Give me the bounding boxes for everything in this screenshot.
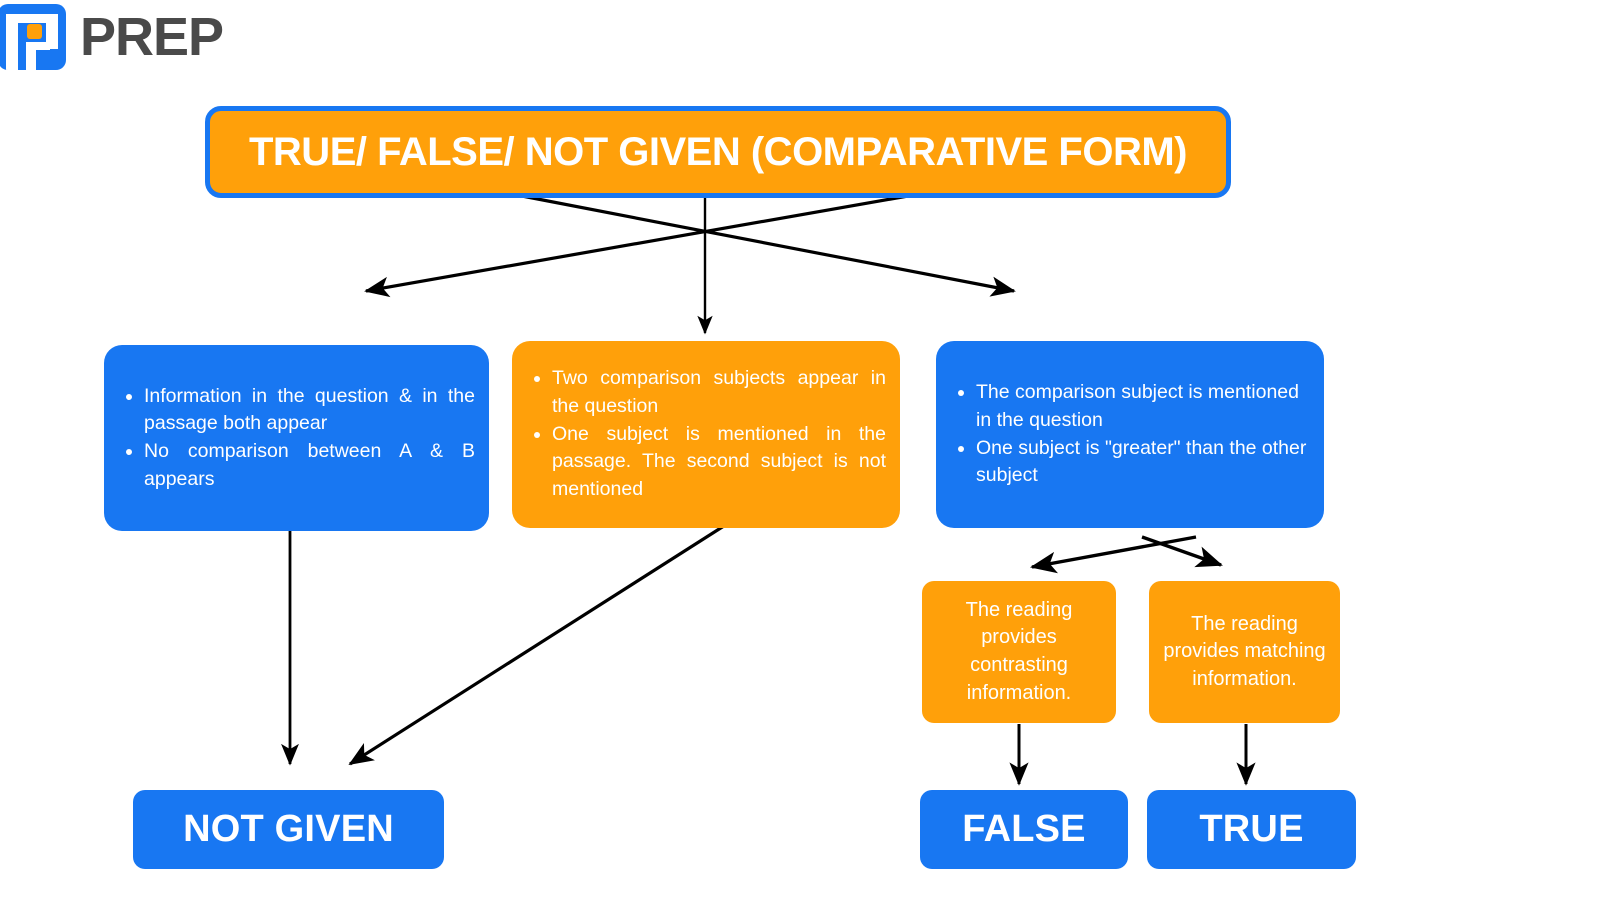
brand-name: PREP	[80, 7, 224, 67]
outcome-box-matching: The reading provides matching informatio…	[1149, 581, 1340, 723]
brand-logo[interactable]: PREP	[0, 4, 224, 70]
logo-orange-square	[27, 24, 42, 39]
diagram-title-box: TRUE/ FALSE/ NOT GIVEN (COMPARATIVE FORM…	[205, 106, 1231, 198]
criteria-box-comparison-present: The comparison subject is mentioned in t…	[936, 341, 1324, 528]
arrow-right-criteria-to-contrasting	[1029, 535, 1197, 574]
criteria-bullet: Information in the question & in the pas…	[144, 383, 475, 438]
result-label: NOT GIVEN	[183, 808, 394, 850]
arrow-mid-criteria-to-not-given	[348, 522, 728, 766]
arrow-title-to-right-criteria	[521, 194, 1016, 297]
criteria-box-not-given: Information in the question & in the pas…	[104, 345, 489, 531]
arrow-right-criteria-to-matching	[1141, 535, 1223, 568]
criteria-bullet: No comparison between A & B appears	[144, 438, 475, 493]
outcome-text: The reading provides matching informatio…	[1163, 612, 1326, 690]
outcome-box-contrasting: The reading provides contrasting informa…	[922, 581, 1116, 723]
outcome-text: The reading provides contrasting informa…	[965, 598, 1073, 704]
criteria-bullet: Two comparison subjects appear in the qu…	[552, 365, 886, 420]
result-label: TRUE	[1199, 808, 1304, 850]
criteria-bullet: The comparison subject is mentioned in t…	[976, 379, 1310, 434]
arrow-title-to-left-criteria	[364, 194, 909, 298]
result-label: FALSE	[962, 808, 1086, 850]
result-box-false: FALSE	[920, 790, 1128, 869]
criteria-bullet: One subject is mentioned in the passage.…	[552, 421, 886, 504]
prep-logo-icon	[0, 4, 66, 70]
criteria-bullet: One subject is "greater" than the other …	[976, 435, 1310, 490]
page-title: TRUE/ FALSE/ NOT GIVEN (COMPARATIVE FORM…	[248, 129, 1188, 174]
result-box-true: TRUE	[1147, 790, 1356, 869]
result-box-not-given: NOT GIVEN	[133, 790, 444, 869]
criteria-box-comparison-missing: Two comparison subjects appear in the qu…	[512, 341, 900, 528]
